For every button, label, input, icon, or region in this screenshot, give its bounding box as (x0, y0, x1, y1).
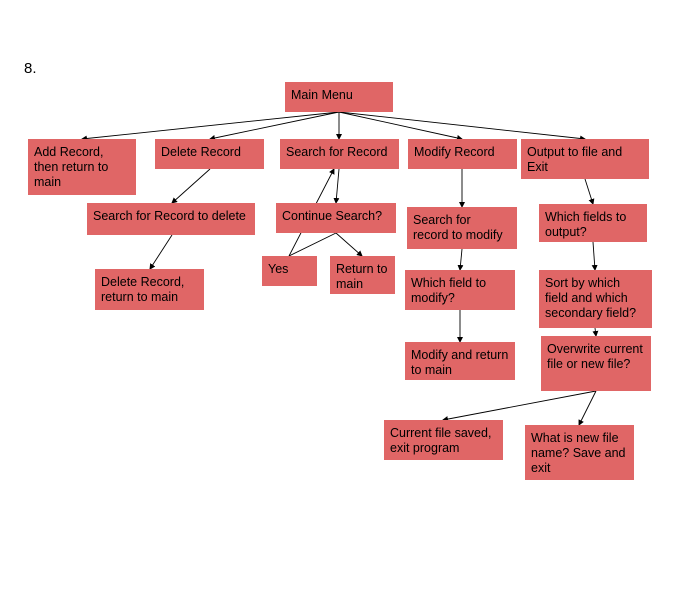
node-add-record-line-1: Add Record, (34, 145, 104, 159)
node-search-to-modify-line-1: Search for (413, 213, 471, 227)
node-new-file-name-line-2: name? Save and (531, 446, 626, 460)
arrow-search-delete-to-delete-record (149, 234, 173, 270)
arrow-main-to-modify (338, 111, 463, 141)
arrow-which-fields-to-sort (591, 241, 598, 271)
node-which-fields-output-line-1: Which fields to (545, 210, 627, 224)
node-sort-by-field-line-1: Sort by which (545, 276, 621, 290)
arrow-overwrite-to-new (578, 390, 597, 426)
node-output-to-file-line-2: Exit (527, 160, 548, 174)
node-continue-search: Continue Search? (276, 203, 396, 233)
line-continue-to-yes (288, 232, 337, 257)
node-yes-text: Yes (268, 262, 289, 276)
node-delete-record: Delete Record (155, 139, 264, 169)
node-search-to-modify: Search for record to modify (407, 207, 517, 249)
node-output-to-file: Output to file and Exit (521, 139, 649, 179)
arrow-search-to-continue (333, 168, 340, 204)
node-return-to-main-line-2: main (336, 277, 364, 291)
node-return-to-main-line-1: Return to (336, 262, 388, 276)
node-current-file-saved: Current file saved, exit program (384, 420, 503, 460)
arrow-sort-to-overwrite (592, 327, 599, 337)
node-overwrite-or-new-line-1: Overwrite current (547, 342, 643, 356)
node-search-for-record-text: Search for Record (286, 145, 388, 159)
node-overwrite-or-new: Overwrite current file or new file? (541, 336, 651, 391)
node-search-to-delete-text: Search for Record to delete (93, 209, 246, 223)
arrow-main-to-delete (209, 111, 340, 141)
node-new-file-name-line-1: What is new file (531, 431, 619, 445)
node-modify-and-return-line-1: Modify and return (411, 348, 509, 362)
node-delete-and-return-line-2: return to main (101, 290, 179, 304)
page-number: 8. (24, 60, 37, 77)
node-search-to-modify-line-2: record to modify (413, 228, 503, 242)
node-continue-search-text: Continue Search? (282, 209, 383, 223)
node-which-fields-output-line-2: output? (545, 225, 587, 239)
arrow-overwrite-to-current (442, 390, 597, 423)
node-which-field-modify-line-1: Which field to (411, 276, 487, 290)
node-overwrite-or-new-line-2: file or new file? (547, 357, 631, 371)
arrow-output-to-which-fields (584, 178, 595, 205)
node-modify-and-return-line-2: to main (411, 363, 452, 377)
node-main-menu-text: Main Menu (291, 88, 353, 102)
node-delete-and-return-line-1: Delete Record, (101, 275, 185, 289)
arrow-main-to-add (81, 111, 340, 142)
node-which-field-modify-line-2: modify? (411, 291, 455, 305)
node-new-file-name: What is new file name? Save and exit (525, 425, 634, 480)
node-sort-by-field: Sort by which field and which secondary … (539, 270, 652, 328)
node-delete-and-return: Delete Record, return to main (95, 269, 204, 310)
node-output-to-file-line-1: Output to file and (527, 145, 623, 159)
node-return-to-main: Return to main (330, 256, 395, 294)
node-search-for-record: Search for Record (280, 139, 399, 169)
node-add-record: Add Record, then return to main (28, 139, 136, 195)
node-modify-record: Modify Record (408, 139, 517, 169)
node-new-file-name-line-3: exit (531, 461, 551, 475)
node-search-to-delete: Search for Record to delete (87, 203, 255, 235)
node-sort-by-field-line-2: field and which (545, 291, 628, 305)
arrow-delete-to-search-delete (171, 168, 211, 204)
arrow-search-modify-to-which-field (457, 248, 464, 271)
node-which-field-modify: Which field to modify? (405, 270, 515, 310)
node-current-file-saved-line-1: Current file saved, (390, 426, 492, 440)
arrow-main-to-output (338, 111, 586, 142)
node-add-record-line-3: main (34, 175, 62, 189)
arrow-continue-to-return (335, 232, 363, 257)
node-main-menu: Main Menu (285, 82, 393, 112)
node-sort-by-field-line-3: secondary field? (545, 306, 637, 320)
node-current-file-saved-line-2: exit program (390, 441, 460, 455)
node-modify-and-return: Modify and return to main (405, 342, 515, 380)
node-modify-record-text: Modify Record (414, 145, 495, 159)
node-which-fields-output: Which fields to output? (539, 204, 647, 242)
node-yes: Yes (262, 256, 317, 286)
node-delete-record-text: Delete Record (161, 145, 241, 159)
node-add-record-line-2: then return to (34, 160, 109, 174)
